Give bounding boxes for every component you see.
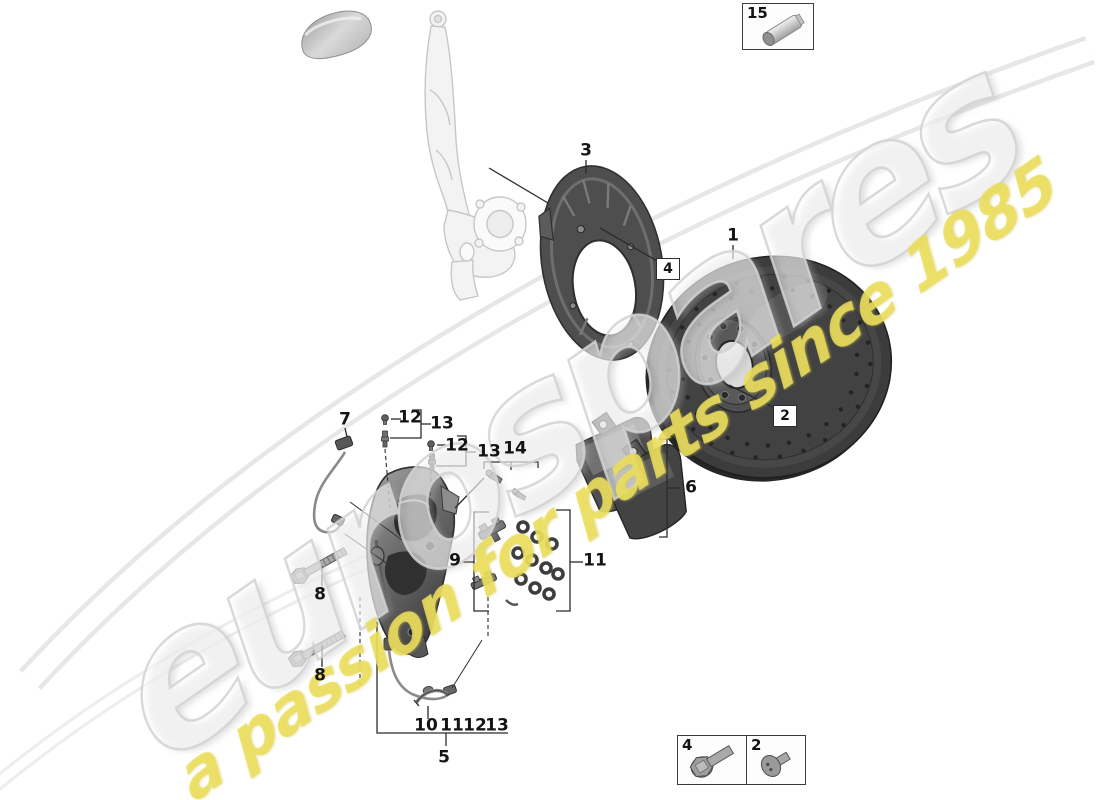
callout-13-legend[interactable]: 13 <box>485 715 509 736</box>
legend-box-hex-bolt[interactable]: 4 <box>677 735 747 785</box>
callout-4-boxed-shield-screw[interactable]: 4 <box>656 258 680 280</box>
pad-clip-3 <box>505 599 519 606</box>
callout-9-repair-kit[interactable]: 9 <box>449 550 461 571</box>
bleeder-14-second <box>511 488 527 501</box>
callout-8-bolt-lower[interactable]: 8 <box>314 665 326 686</box>
pad-clip-2 <box>470 570 497 590</box>
callout-13-first[interactable]: 13 <box>430 413 454 434</box>
callout-14-bleeder[interactable]: 14 <box>503 438 527 459</box>
countersunk-screw-icon <box>760 751 791 778</box>
hub-bolt-holes <box>700 322 765 402</box>
callout-5-caliper[interactable]: 5 <box>438 747 450 768</box>
legend-box-2-label: 2 <box>751 736 762 754</box>
cap-12-first <box>381 414 389 425</box>
callout-2-boxed-disc-screw[interactable]: 2 <box>773 405 797 427</box>
brake-disc-drawing <box>645 255 893 482</box>
callout-12-legend[interactable]: 12 <box>463 715 487 736</box>
retaining-spring-drawing <box>413 688 449 707</box>
callout-6-pads[interactable]: 6 <box>685 477 697 498</box>
hex-bolt-icon <box>689 744 735 778</box>
caliper-bolt-upper <box>288 543 350 588</box>
grease-tube-box-label: 15 <box>747 4 768 22</box>
swoosh-curve2-inner <box>0 535 422 788</box>
brake-caliper-drawing <box>366 466 460 658</box>
callout-1-disc[interactable]: 1 <box>727 225 739 246</box>
wear-sensor-drawing <box>312 435 403 573</box>
legend-box-countersunk-screw[interactable]: 2 <box>746 735 806 785</box>
swoosh-curve-inner <box>22 40 1094 688</box>
callout-10-legend[interactable]: 10 <box>414 715 438 736</box>
valve-13-second <box>428 453 436 471</box>
callout-3-shield[interactable]: 3 <box>580 140 592 161</box>
callout-13-second[interactable]: 13 <box>477 441 501 462</box>
callout-7-wear-sensor[interactable]: 7 <box>339 409 351 430</box>
grease-tube-box[interactable]: 15 <box>742 3 814 50</box>
cap-12-second <box>427 440 435 451</box>
dashed-leaders <box>359 448 489 686</box>
steering-knuckle-drawing <box>424 10 527 301</box>
grease-tube-icon <box>762 13 805 47</box>
repair-kit-group <box>470 516 565 606</box>
car-cover-drawing <box>301 10 372 60</box>
pad-clip-1 <box>477 516 507 543</box>
brake-pads-drawing <box>575 411 687 540</box>
callout-12-first[interactable]: 12 <box>398 407 422 428</box>
valve-13-first <box>381 430 389 448</box>
bleeder-14-first <box>485 469 503 484</box>
disc-drill-holes <box>667 274 873 460</box>
callout-11-seal-kit[interactable]: 11 <box>583 550 607 571</box>
callout-11-legend[interactable]: 11 <box>440 715 464 736</box>
callout-12-second[interactable]: 12 <box>445 435 469 456</box>
callout-8-bolt-upper[interactable]: 8 <box>314 584 326 605</box>
brake-disc-shield-drawing <box>538 165 665 361</box>
legend-box-4-label: 4 <box>682 736 693 754</box>
caliper-bolt-lower <box>286 626 348 671</box>
leader-lines <box>321 160 778 746</box>
